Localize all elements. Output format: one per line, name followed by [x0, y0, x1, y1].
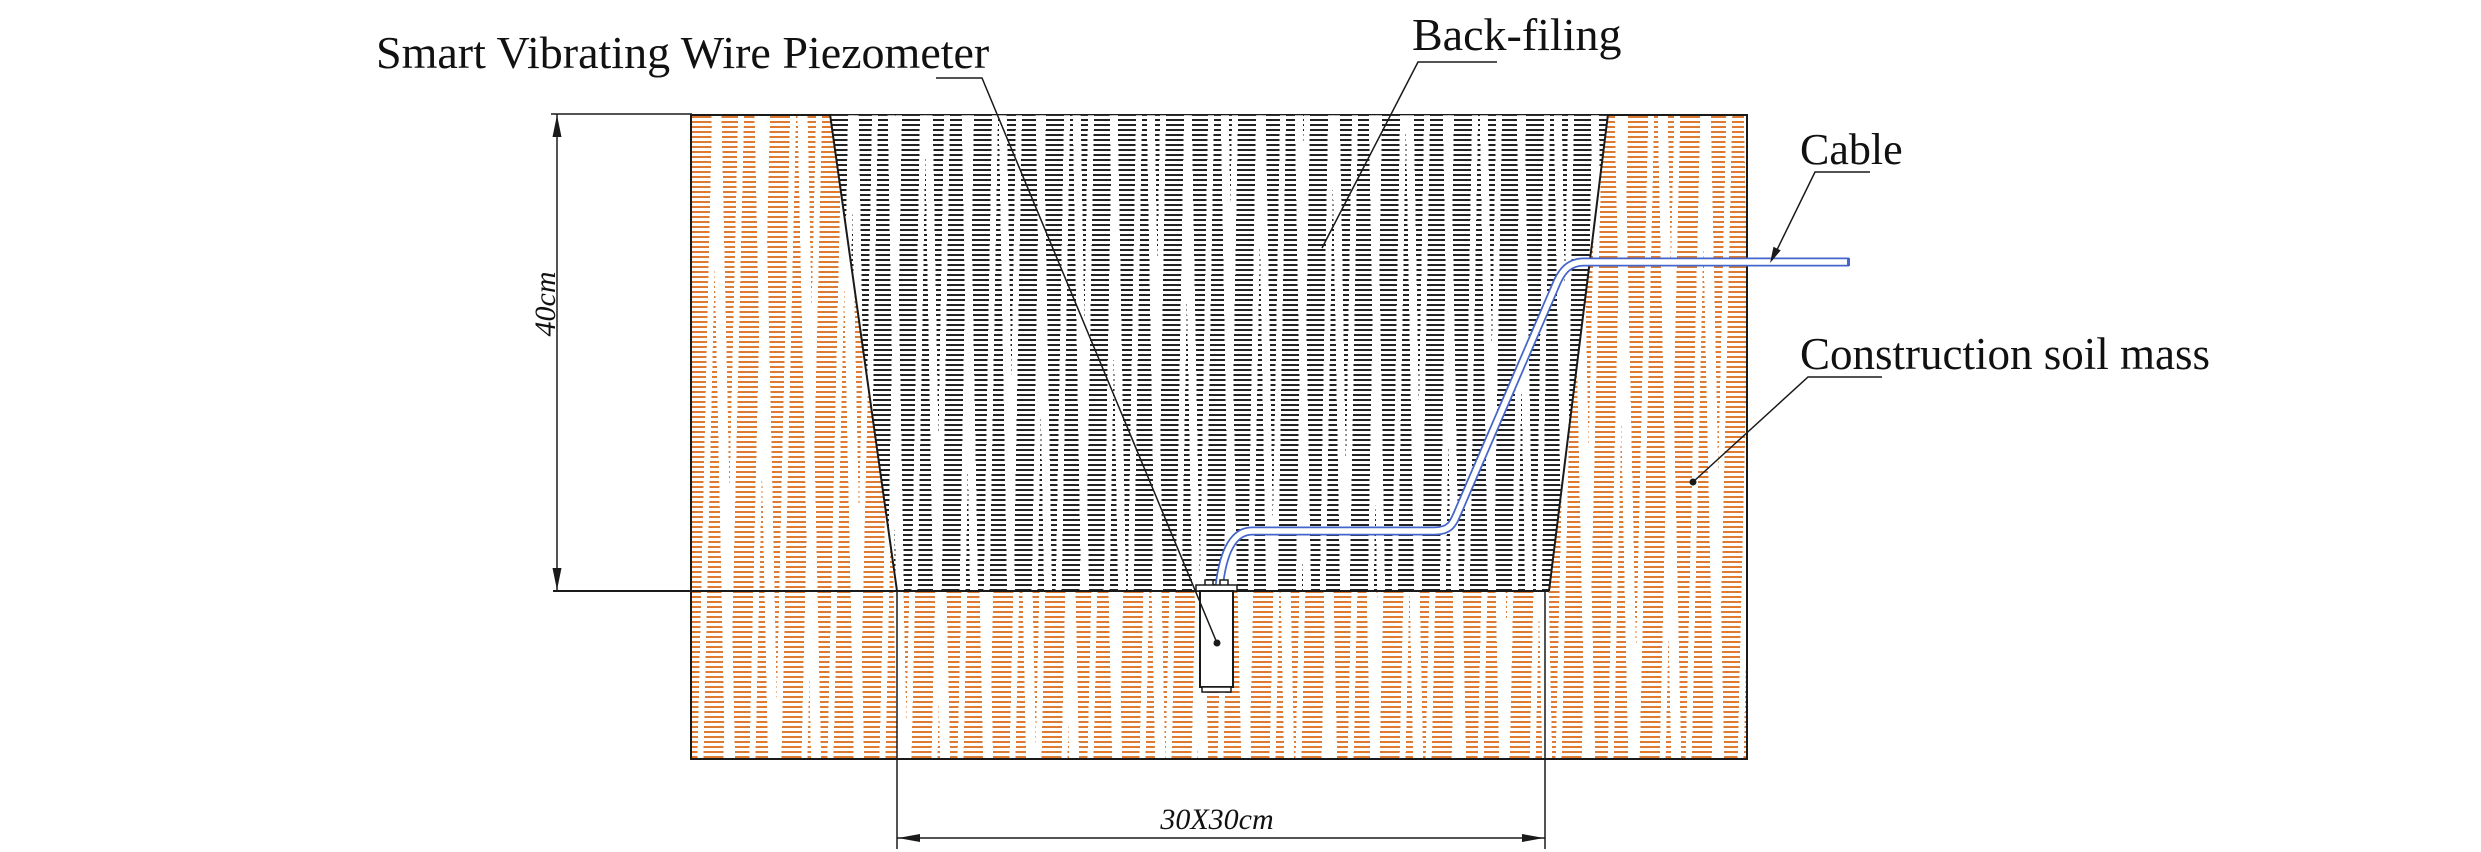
soil-leader-line — [1692, 376, 1882, 483]
piezometer-leader-dot — [1213, 639, 1221, 647]
cable-label: Cable — [1800, 125, 1903, 174]
pit-right-wall-line — [1548, 113, 1609, 592]
piezometer-label: Smart Vibrating Wire Piezometer — [376, 27, 990, 78]
construction-soil-mass-label: Construction soil mass — [1800, 329, 2211, 379]
cable-leader-arrow-icon — [1770, 246, 1781, 263]
piezometer-case — [1199, 590, 1234, 688]
backfill-leader-line — [1321, 61, 1497, 249]
dim-arrow-right-icon — [1522, 834, 1544, 842]
leader-lines — [936, 61, 1882, 647]
pit-left-wall-line — [829, 113, 898, 592]
piezometer-body — [1195, 579, 1238, 693]
pit-size-dimension-30x30cm — [896, 591, 1546, 849]
depth-dimension-40cm — [551, 113, 692, 591]
backfill-pit-region — [830, 115, 1608, 591]
backfilling-label: Back-filing — [1412, 9, 1622, 60]
dim-arrow-up-icon — [552, 115, 562, 137]
depth-dimension-text: 40cm — [529, 271, 562, 337]
piezometer-leader-line — [936, 77, 1218, 644]
cable-line — [1214, 257, 1850, 589]
cable-leader-line — [1771, 171, 1870, 261]
dim-arrow-left-icon — [898, 834, 920, 842]
dim-arrow-down-icon — [552, 568, 562, 590]
pit-size-dimension-text: 30X30cm — [1160, 803, 1274, 836]
soil-leader-dot — [1689, 478, 1697, 486]
piezometer-bottom-cap — [1201, 686, 1232, 693]
cable-tube-core — [1216, 259, 1847, 589]
